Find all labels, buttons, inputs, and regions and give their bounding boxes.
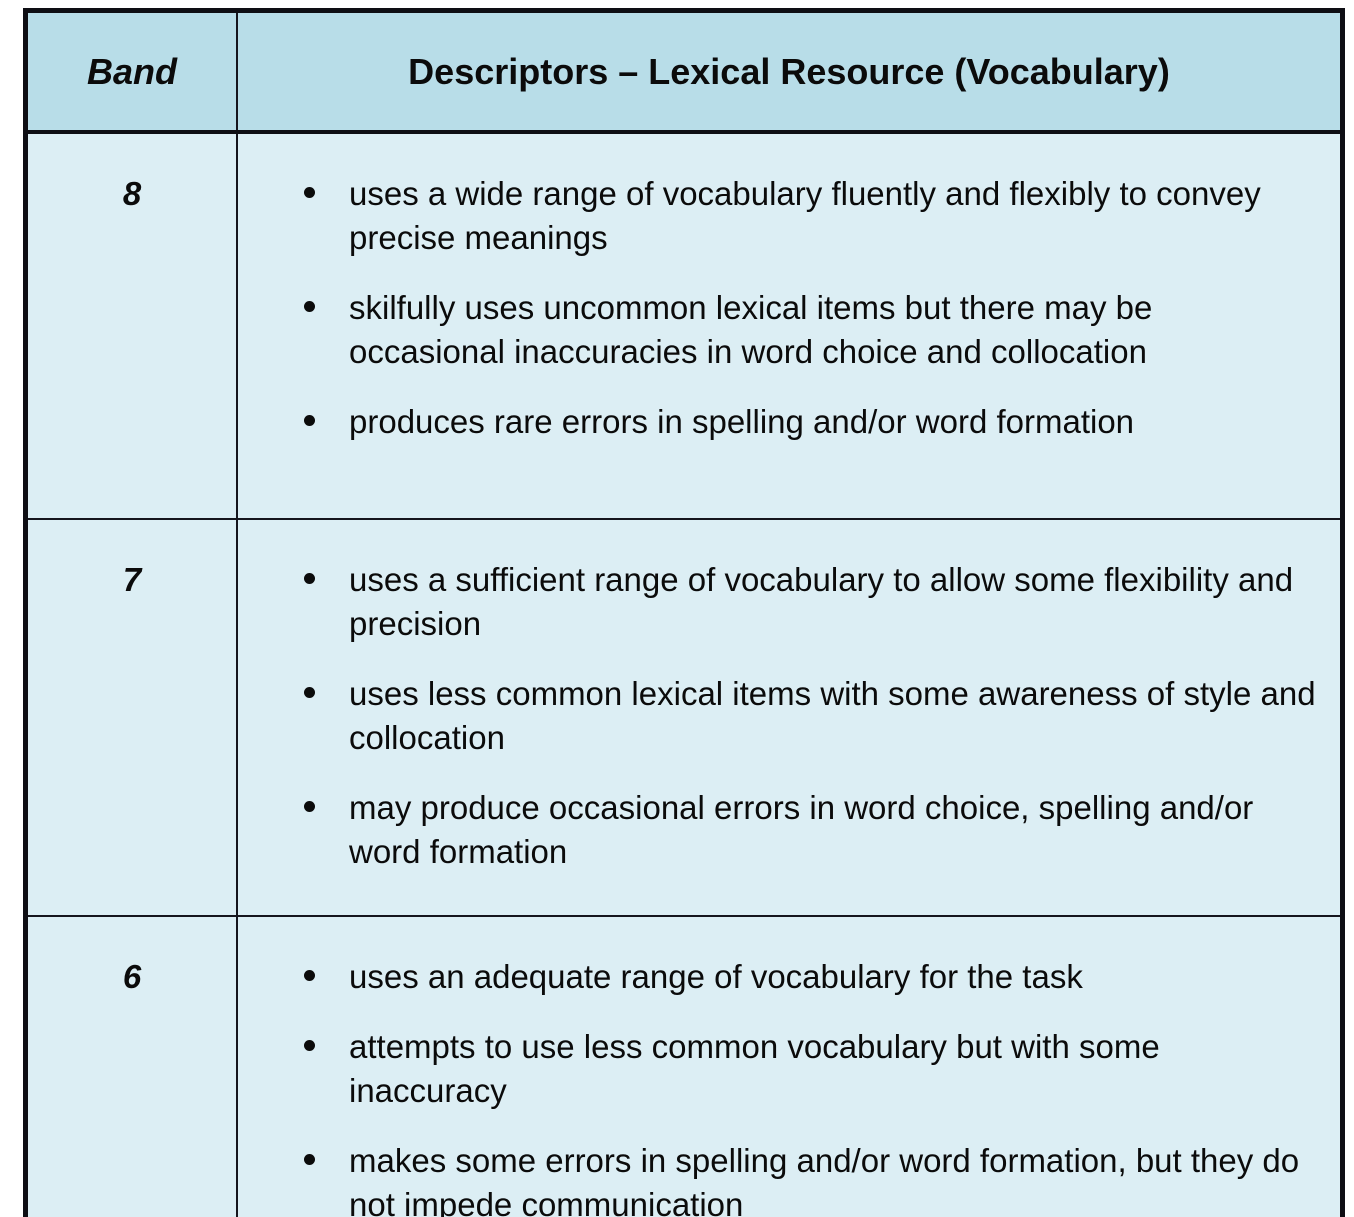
band-score: 7 <box>25 518 238 916</box>
descriptor-line: precise meanings <box>349 219 608 256</box>
bullet-icon <box>304 1040 315 1051</box>
descriptor-item: produces rare errors in spelling and/or … <box>304 400 1330 444</box>
band-score: 6 <box>25 915 238 1217</box>
descriptor-line: uses less common lexical items with some… <box>349 675 1316 712</box>
descriptor-cell: uses an adequate range of vocabulary for… <box>237 915 1343 1217</box>
descriptor-line: word formation <box>349 833 568 870</box>
table-header: Band Descriptors – Lexical Resource (Voc… <box>25 10 1343 134</box>
table-row-band-8: 8 uses a wide range of vocabulary fluent… <box>25 131 1343 519</box>
descriptor-item: uses a sufficient range of vocabulary to… <box>304 558 1330 646</box>
descriptor-line: skilfully uses uncommon lexical items bu… <box>349 289 1153 326</box>
descriptor-line: inaccuracy <box>349 1072 507 1109</box>
bullet-icon <box>304 970 315 981</box>
descriptor-line: precision <box>349 605 482 642</box>
bullet-icon <box>304 1154 315 1165</box>
bullet-icon <box>304 301 315 312</box>
descriptor-text: may produce occasional errors in word ch… <box>349 786 1253 874</box>
descriptor-item: uses less common lexical items with some… <box>304 672 1330 760</box>
descriptor-text: uses an adequate range of vocabulary for… <box>349 955 1083 999</box>
bullet-icon <box>304 187 315 198</box>
descriptor-cell: uses a wide range of vocabulary fluently… <box>237 131 1343 519</box>
band-descriptor-table: Band Descriptors – Lexical Resource (Voc… <box>23 8 1345 1217</box>
descriptor-text: uses a sufficient range of vocabulary to… <box>349 558 1293 646</box>
descriptor-list: uses a sufficient range of vocabulary to… <box>238 520 1340 874</box>
bullet-icon <box>304 415 315 426</box>
descriptor-text: attempts to use less common vocabulary b… <box>349 1025 1160 1113</box>
descriptor-item: skilfully uses uncommon lexical items bu… <box>304 286 1330 374</box>
table-body: 8 uses a wide range of vocabulary fluent… <box>25 131 1343 1217</box>
bullet-icon <box>304 687 315 698</box>
descriptor-line: uses a sufficient range of vocabulary to… <box>349 561 1294 598</box>
descriptor-line: uses an adequate range of vocabulary for… <box>349 958 1083 995</box>
band-column-header: Band <box>25 10 238 134</box>
descriptor-text: produces rare errors in spelling and/or … <box>349 400 1134 444</box>
descriptor-text: uses a wide range of vocabulary fluently… <box>349 172 1261 260</box>
descriptor-line: collocation <box>349 719 505 756</box>
descriptor-item: uses an adequate range of vocabulary for… <box>304 955 1330 999</box>
descriptor-list: uses a wide range of vocabulary fluently… <box>238 134 1340 444</box>
band-score: 8 <box>25 131 238 519</box>
descriptor-line: occasional inaccuracies in word choice a… <box>349 333 1147 370</box>
descriptor-line: makes some errors in spelling and/or wor… <box>349 1142 1300 1179</box>
descriptor-line: uses a wide range of vocabulary fluently… <box>349 175 1261 212</box>
descriptor-item: attempts to use less common vocabulary b… <box>304 1025 1330 1113</box>
table-header-row: Band Descriptors – Lexical Resource (Voc… <box>25 10 1343 134</box>
descriptor-line: may produce occasional errors in word ch… <box>349 789 1254 826</box>
descriptor-item: may produce occasional errors in word ch… <box>304 786 1330 874</box>
bullet-icon <box>304 801 315 812</box>
descriptor-cell: uses a sufficient range of vocabulary to… <box>237 518 1343 916</box>
descriptor-item: makes some errors in spelling and/or wor… <box>304 1139 1330 1217</box>
descriptor-line: attempts to use less common vocabulary b… <box>349 1028 1160 1065</box>
descriptor-item: uses a wide range of vocabulary fluently… <box>304 172 1330 260</box>
descriptor-line: produces rare errors in spelling and/or … <box>349 403 1135 440</box>
bullet-icon <box>304 573 315 584</box>
descriptor-text: uses less common lexical items with some… <box>349 672 1316 760</box>
descriptor-line: not impede communication <box>349 1186 744 1217</box>
descriptor-list: uses an adequate range of vocabulary for… <box>238 917 1340 1217</box>
descriptors-column-header: Descriptors – Lexical Resource (Vocabula… <box>237 10 1343 134</box>
descriptor-text: skilfully uses uncommon lexical items bu… <box>349 286 1152 374</box>
table-row-band-7: 7 uses a sufficient range of vocabulary … <box>25 518 1343 916</box>
table-row-band-6: 6 uses an adequate range of vocabulary f… <box>25 915 1343 1217</box>
descriptor-text: makes some errors in spelling and/or wor… <box>349 1139 1299 1217</box>
